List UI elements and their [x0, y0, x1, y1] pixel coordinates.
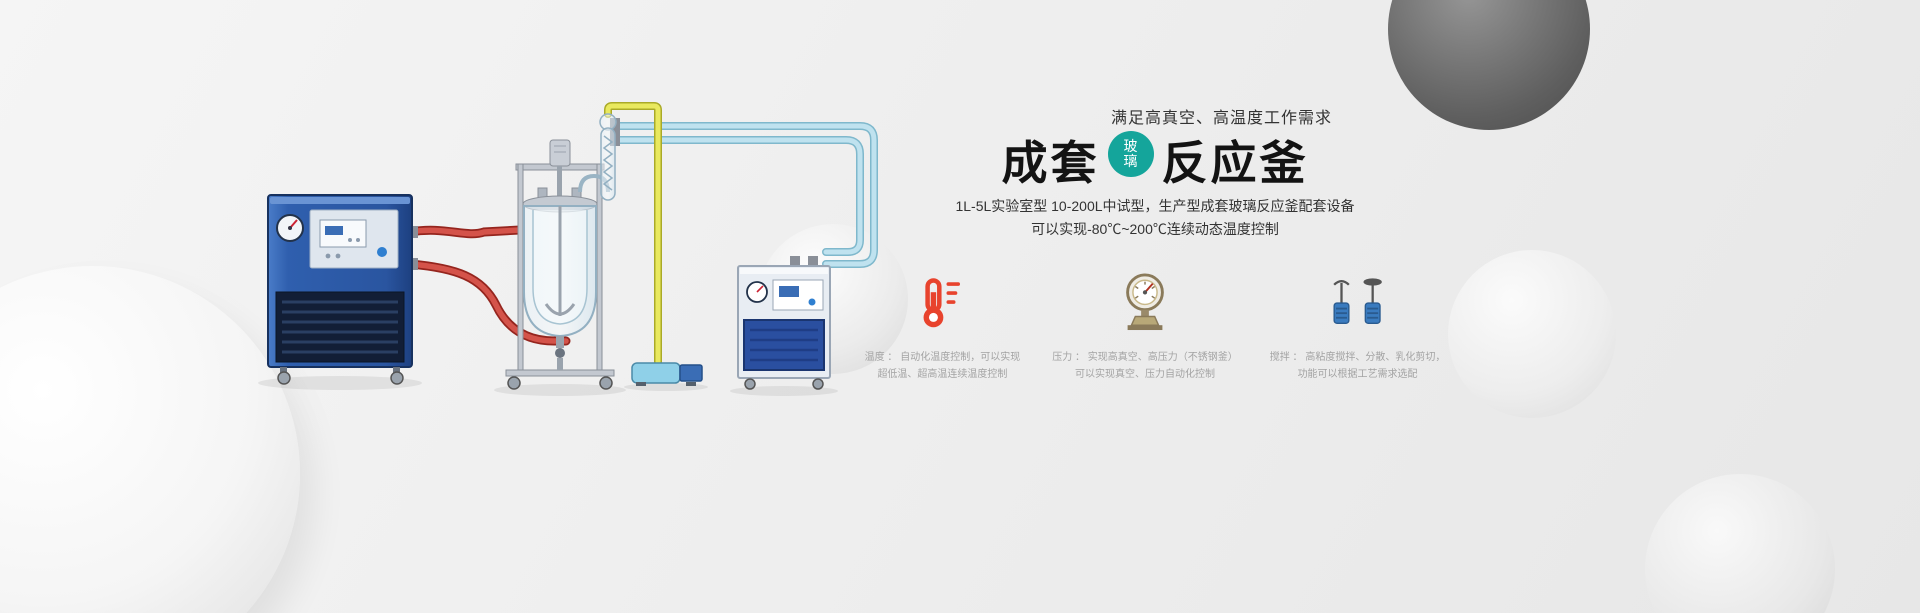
feature-temperature: 温度 ： 自动化温度控制，可以实现 超低温、超高温连续温度控制 — [864, 267, 1021, 383]
tagline: 满足高真空、高温度工作需求 — [1110, 110, 1332, 127]
decorative-sphere-right — [1448, 250, 1616, 418]
equipment-shadows — [258, 376, 838, 396]
small-chiller-wheels — [744, 378, 824, 390]
badge-char-bottom: 璃 — [1123, 153, 1138, 169]
equipment-illustration — [230, 80, 910, 410]
description-line-1: 1L-5L实验室型 10-200L中试型，生产型成套玻璃反应釜配套设备 — [955, 198, 1355, 214]
equipment-drawing — [258, 102, 878, 396]
glass-badge: 玻 璃 — [1107, 131, 1154, 177]
vacuum-tube-yellow — [604, 102, 662, 366]
thermometer-icon — [915, 267, 969, 333]
glass-reactor — [505, 113, 617, 390]
reactor-wheels — [507, 376, 613, 390]
vent-grille — [275, 291, 405, 363]
title-left: 成套 — [1001, 137, 1100, 189]
title-right: 反应釜 — [1161, 137, 1309, 189]
temperature-control-chiller — [267, 194, 418, 385]
hero-text-block: 满足高真空、高温度工作需求 成套 玻 璃 反应釜 1L-5L实验室型 10-20… — [865, 104, 1446, 383]
features-row: 温度 ： 自动化温度控制，可以实现 超低温、超高温连续温度控制 — [865, 267, 1445, 383]
pressure-gauge-icon — [1116, 267, 1174, 333]
page-title: 成套 玻 璃 反应釜 — [920, 131, 1390, 189]
feature-temperature-text: 温度 ： 自动化温度控制，可以实现 超低温、超高温连续温度控制 — [864, 352, 1021, 380]
caster-wheels — [277, 367, 404, 385]
feature-stirring: 搅拌 ： 高粘度搅拌、分散、乳化剪切， 功能可以根据工艺需求选配 — [1269, 267, 1446, 383]
stirrer-icon — [1325, 267, 1391, 333]
feature-pressure-text: 压力 ： 实现高真空、高压力（不锈钢釜） 可以实现真空、压力自动化控制 — [1052, 352, 1238, 380]
heating-tube-red — [405, 225, 571, 346]
vacuum-pump — [631, 362, 703, 386]
decorative-sphere-bottom-right — [1645, 474, 1835, 613]
decorative-sphere-top-right — [1388, 0, 1590, 130]
feature-pressure: 压力 ： 实现高真空、高压力（不锈钢釜） 可以实现真空、压力自动化控制 — [1052, 267, 1238, 383]
small-chiller — [737, 256, 831, 390]
condenser — [599, 113, 617, 201]
badge-char-top: 玻 — [1123, 138, 1138, 154]
stirrer-motor — [549, 139, 571, 198]
coolant-tube-cyan — [610, 118, 878, 268]
feature-stirring-text: 搅拌 ： 高粘度搅拌、分散、乳化剪切， 功能可以根据工艺需求选配 — [1269, 352, 1446, 380]
description-line-2: 可以实现-80℃~200℃连续动态温度控制 — [1031, 221, 1279, 237]
